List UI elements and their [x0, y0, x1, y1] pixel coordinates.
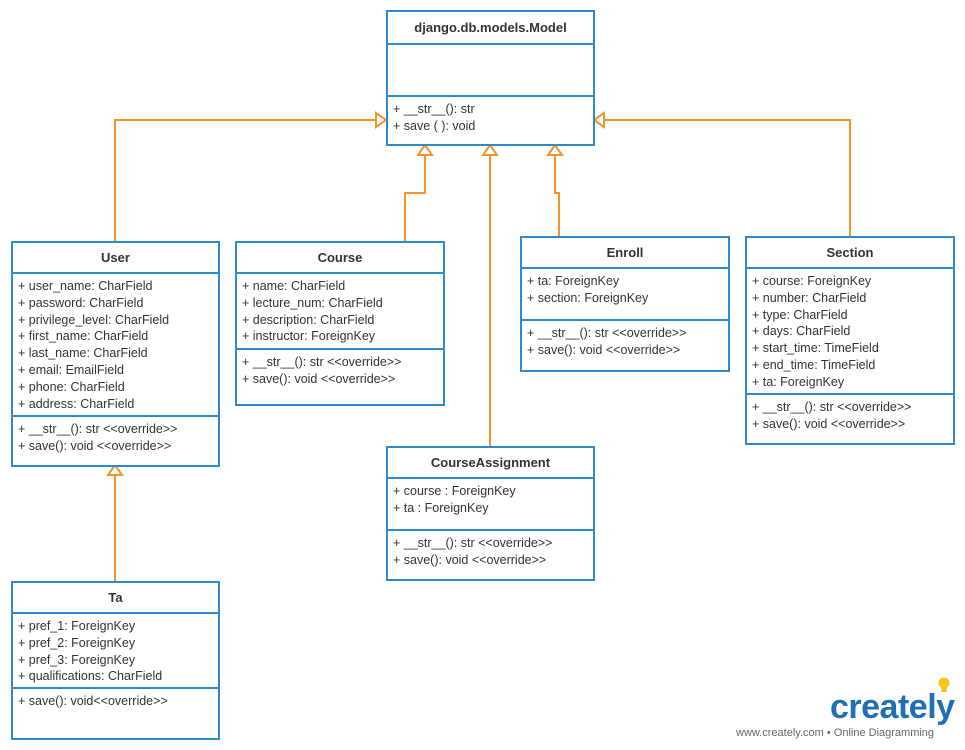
attribute: + days: CharField — [752, 324, 851, 339]
class-attributes: + ta: ForeignKey + section: ForeignKey — [522, 269, 728, 321]
class-title: Course — [237, 243, 443, 274]
class-methods: + __str__(): str <<override>> + save(): … — [522, 321, 728, 363]
class-user[interactable]: User + user_name: CharField + password: … — [11, 241, 220, 467]
edge-enroll-model — [554, 155, 560, 236]
class-attributes: + course: ForeignKey + number: CharField… — [747, 269, 953, 395]
attribute: + user_name: CharField — [18, 279, 153, 293]
arrowhead-ta — [106, 463, 124, 476]
arrowhead-enroll — [546, 143, 564, 156]
class-methods: + __str__(): str <<override>> + save(): … — [747, 395, 953, 437]
edge-user-model — [114, 119, 376, 241]
method: + save(): void <<override>> — [752, 416, 906, 431]
class-title: Enroll — [522, 238, 728, 269]
class-title: User — [13, 243, 218, 274]
class-title: CourseAssignment — [388, 448, 593, 479]
attribute: + section: ForeignKey — [527, 290, 649, 305]
method: + save(): void <<override>> — [242, 371, 396, 386]
attribute: + type: CharField — [752, 307, 848, 322]
lightbulb-icon — [938, 677, 950, 692]
attribute: + phone: CharField — [18, 379, 125, 394]
edge-course-model — [404, 155, 426, 241]
arrowhead-section — [592, 111, 605, 129]
attribute: + ta : ForeignKey — [393, 500, 489, 515]
logo-text: creately — [830, 688, 955, 726]
class-methods: + save(): void<<override>> — [13, 689, 218, 714]
method: + __str__(): str <<override>> — [18, 422, 178, 436]
attribute: + course: ForeignKey — [752, 274, 872, 288]
class-attributes: + pref_1: ForeignKey + pref_2: ForeignKe… — [13, 614, 218, 689]
attribute: + password: CharField — [18, 295, 144, 310]
class-title: django.db.models.Model — [388, 12, 593, 45]
attribute: + privilege_level: CharField — [18, 312, 170, 327]
attribute: + pref_1: ForeignKey — [18, 619, 136, 633]
attribute: + description: CharField — [242, 312, 375, 327]
attribute: + address: CharField — [18, 396, 135, 411]
method: + __str__(): str <<override>> — [752, 400, 912, 414]
attribute: + ta: ForeignKey — [752, 374, 845, 389]
class-course[interactable]: Course + name: CharField + lecture_num: … — [235, 241, 445, 406]
class-section[interactable]: Section + course: ForeignKey + number: C… — [745, 236, 955, 445]
class-title: Ta — [13, 583, 218, 614]
attribute: + pref_2: ForeignKey — [18, 635, 136, 650]
attribute: + lecture_num: CharField — [242, 295, 383, 310]
method: + __str__(): str <<override>> — [393, 536, 553, 550]
class-methods: + __str__(): str <<override>> + save(): … — [237, 350, 443, 392]
class-course-assignment[interactable]: CourseAssignment + course : ForeignKey +… — [386, 446, 595, 581]
method: + save(): void<<override>> — [18, 694, 168, 708]
arrowhead-courseassignment — [481, 143, 499, 156]
method: + save ( ): void — [393, 118, 476, 133]
attribute: + name: CharField — [242, 279, 346, 293]
arrowhead-user — [375, 111, 388, 129]
class-enroll[interactable]: Enroll + ta: ForeignKey + section: Forei… — [520, 236, 730, 372]
attribute: + ta: ForeignKey — [527, 274, 620, 288]
class-model[interactable]: django.db.models.Model + __str__(): str … — [386, 10, 595, 146]
creately-logo: creately — [830, 690, 955, 724]
class-attributes: + course : ForeignKey + ta : ForeignKey — [388, 479, 593, 531]
edge-section-model — [604, 119, 851, 236]
class-methods: + __str__(): str + save ( ): void — [388, 97, 593, 139]
attribute: + qualifications: CharField — [18, 669, 163, 684]
method: + save(): void <<override>> — [18, 438, 172, 453]
method: + save(): void <<override>> — [527, 342, 681, 357]
attribute: + last_name: CharField — [18, 346, 148, 361]
class-title: Section — [747, 238, 953, 269]
logo-tagline: www.creately.com • Online Diagramming — [736, 727, 935, 739]
attribute: + email: EmailField — [18, 362, 124, 377]
method: + __str__(): str — [393, 102, 475, 116]
attribute: + end_time: TimeField — [752, 357, 876, 372]
class-attributes: + user_name: CharField + password: CharF… — [13, 274, 218, 417]
attribute: + number: CharField — [752, 290, 867, 305]
attribute: + course : ForeignKey — [393, 484, 516, 498]
method: + save(): void <<override>> — [393, 552, 547, 567]
attribute: + pref_3: ForeignKey — [18, 652, 136, 667]
arrowhead-course — [416, 143, 434, 156]
class-methods: + __str__(): str <<override>> + save(): … — [388, 531, 593, 573]
class-attributes: + name: CharField + lecture_num: CharFie… — [237, 274, 443, 350]
attribute: + instructor: ForeignKey — [242, 329, 376, 344]
method: + __str__(): str <<override>> — [242, 355, 402, 369]
class-methods: + __str__(): str <<override>> + save(): … — [13, 417, 218, 459]
class-attributes — [388, 45, 593, 97]
attribute: + first_name: CharField — [18, 329, 149, 344]
attribute: + start_time: TimeField — [752, 341, 879, 356]
class-ta[interactable]: Ta + pref_1: ForeignKey + pref_2: Foreig… — [11, 581, 220, 740]
method: + __str__(): str <<override>> — [527, 326, 687, 340]
